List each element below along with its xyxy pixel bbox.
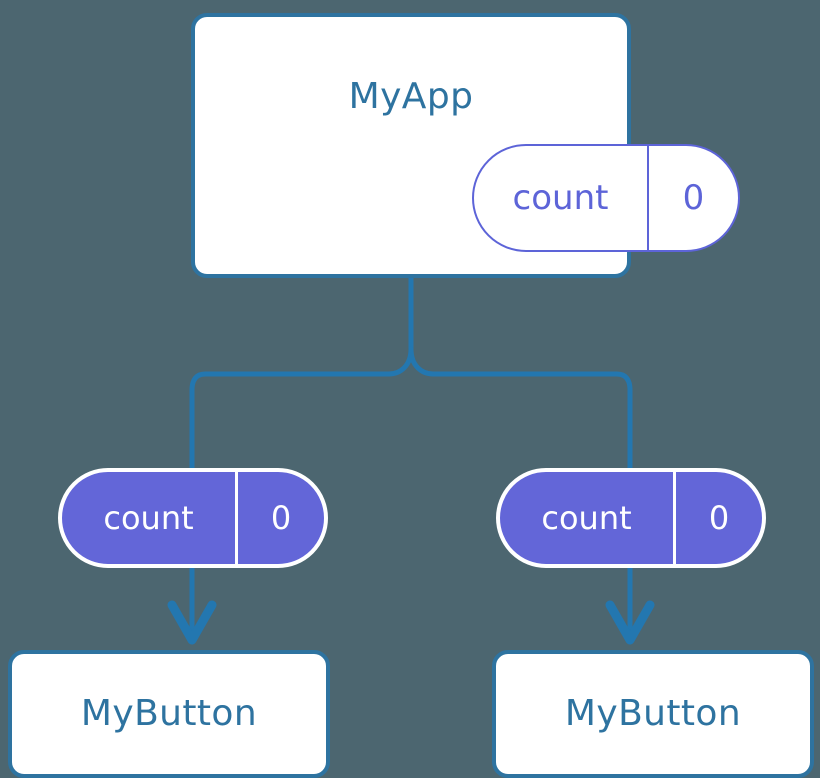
component-box-myapp[interactable]: MyApp count 0 [191,13,740,278]
state-pill-branch-left[interactable]: count 0 [58,468,328,568]
state-value: 0 [682,178,705,218]
component-box-mybutton-right[interactable]: MyButton [492,650,814,778]
state-value: 0 [270,499,292,537]
state-pill-branch-right[interactable]: count 0 [496,468,766,568]
component-box-mybutton-left[interactable]: MyButton [8,650,330,778]
state-key: count [474,146,649,250]
component-title-myapp: MyApp [348,76,474,117]
state-key: count [62,472,238,564]
state-key: count [500,472,676,564]
component-title-mybutton: MyButton [80,693,258,734]
state-value: 0 [708,499,730,537]
component-title-mybutton: MyButton [564,693,742,734]
state-pill-root[interactable]: count 0 [472,144,740,252]
